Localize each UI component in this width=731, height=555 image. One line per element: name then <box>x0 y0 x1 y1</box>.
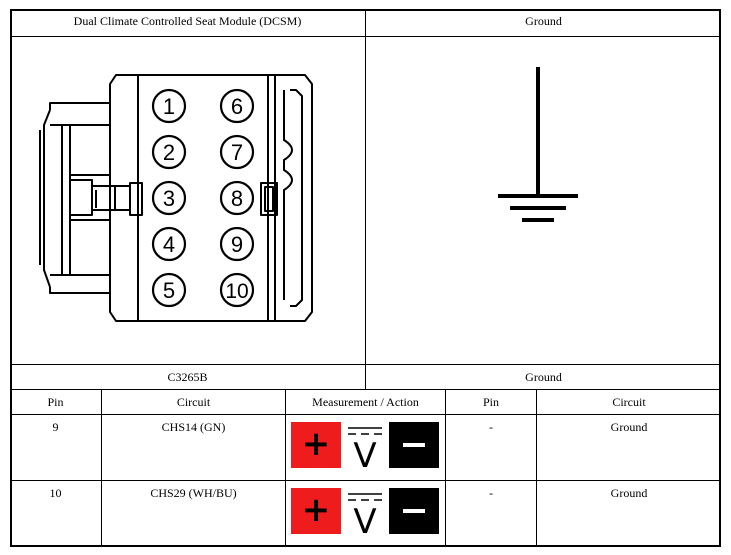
dc-voltage-icon <box>348 427 382 435</box>
divider <box>10 414 721 415</box>
pin-label-3: 3 <box>163 186 175 211</box>
pin-circle-9 <box>219 226 255 262</box>
negative-symbol <box>403 443 425 447</box>
dc-voltage-icon <box>348 493 382 501</box>
pin-circle-7 <box>219 134 255 170</box>
row-circuit: CHS29 (WH/BU) <box>150 486 237 500</box>
pin-label-7: 7 <box>231 140 243 165</box>
col-header-circuit2: Circuit <box>612 395 646 409</box>
connector-id-cell: C3265B <box>10 365 365 389</box>
divider <box>445 389 446 547</box>
pin-label-6: 6 <box>231 94 243 119</box>
ground-header-cell: Ground <box>366 9 721 36</box>
ground-footer-cell: Ground <box>366 365 721 389</box>
pin-circle-2 <box>151 134 187 170</box>
ground-symbol-icon <box>498 67 578 222</box>
voltmeter-icon: + V <box>291 488 439 542</box>
connector-lock-tab <box>43 109 51 288</box>
col-header-pin2: Pin <box>482 395 499 409</box>
negative-symbol <box>403 509 425 513</box>
pin-circle-1 <box>151 88 187 124</box>
pin-circles <box>151 88 255 308</box>
table-row: 10 CHS29 (WH/BU) - Ground <box>10 481 721 546</box>
pin-label-10: 10 <box>225 280 248 303</box>
pin-circle-5 <box>151 272 187 308</box>
divider <box>101 389 102 547</box>
connector-housing <box>109 74 313 322</box>
ground-header: Ground <box>525 14 562 28</box>
connector-clip <box>129 182 143 216</box>
row-pin2: - <box>489 420 493 434</box>
volt-symbol: V <box>353 502 376 542</box>
pin-label-8: 8 <box>231 186 243 211</box>
col-header-circuit: Circuit <box>176 395 211 409</box>
ground-footer: Ground <box>525 370 562 384</box>
pin-circle-10 <box>219 272 255 308</box>
connector-diagram: 1 2 3 4 5 6 7 8 9 10 <box>39 74 313 322</box>
positive-symbol: + <box>302 490 331 530</box>
pin-label-4: 4 <box>163 232 175 257</box>
pin-label-2: 2 <box>163 140 175 165</box>
pin-circle-8 <box>219 180 255 216</box>
divider <box>10 389 721 390</box>
row-circuit2: Ground <box>610 486 648 500</box>
row-pin: 10 <box>49 486 62 500</box>
module-header: Dual Climate Controlled Seat Module (DCS… <box>73 14 302 28</box>
divider <box>536 389 537 547</box>
positive-symbol: + <box>302 424 331 464</box>
col-header-pin: Pin <box>47 395 64 409</box>
module-header-cell: Dual Climate Controlled Seat Module (DCS… <box>10 9 365 36</box>
pin-circle-6 <box>219 88 255 124</box>
divider <box>285 389 286 547</box>
connector-latch <box>290 89 303 307</box>
pin-circle-3 <box>151 180 187 216</box>
row-circuit: CHS14 (GN) <box>161 420 226 434</box>
connector-lock-tab <box>49 287 110 294</box>
pin-label-5: 5 <box>163 278 175 303</box>
pin-label-1: 1 <box>163 94 175 119</box>
row-circuit2: Ground <box>610 420 648 434</box>
connector-clip <box>264 186 274 212</box>
divider <box>365 9 366 389</box>
connector-clip <box>70 179 93 216</box>
volt-symbol: V <box>353 436 376 476</box>
row-pin: 9 <box>52 420 59 434</box>
connector-id: C3265B <box>167 370 208 384</box>
positive-terminal-icon <box>291 488 341 534</box>
connector-clip <box>260 182 278 216</box>
connector-latch <box>283 90 293 300</box>
col-header-measurement: Measurement / Action <box>312 395 419 409</box>
voltmeter-icon: + V <box>291 422 439 476</box>
pin-label-9: 9 <box>231 232 243 257</box>
connector-clip <box>114 185 131 211</box>
table-row: 9 CHS14 (GN) - Ground <box>10 415 721 480</box>
divider <box>10 480 721 481</box>
row-pin2: - <box>489 486 493 500</box>
pin-circle-4 <box>151 226 187 262</box>
connector-lock-tab <box>49 102 110 110</box>
positive-terminal-icon <box>291 422 341 468</box>
